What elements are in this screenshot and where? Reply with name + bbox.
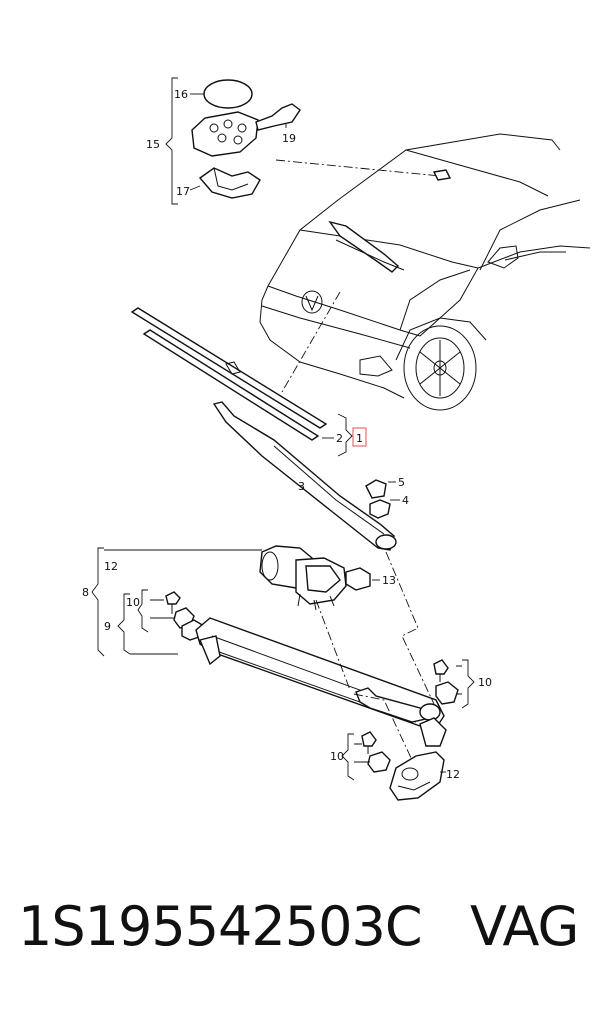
callout-1: 1: [356, 432, 363, 445]
wiper-linkage: [195, 617, 447, 747]
wiper-blade: [130, 307, 328, 441]
windshield-sensor-mark: [432, 169, 452, 181]
left-bolts: [137, 589, 205, 641]
rain-sensor-body: [191, 111, 259, 157]
callout-12-top: 12: [104, 560, 118, 573]
callout-17: 17: [176, 185, 190, 198]
rain-sensor-assembly: [165, 77, 301, 205]
callout-2: 2: [336, 432, 343, 445]
brand-name: VAG: [470, 895, 579, 958]
caption: 1S195542503C VAG: [0, 895, 600, 975]
callout-4: 4: [402, 494, 409, 507]
part-number: 1S195542503C: [18, 895, 423, 958]
wiper-parts-diagram: 16 15 19 17 2 1 3 5 4 12 13 8 10 9 10 10…: [82, 77, 591, 801]
callout-13: 13: [382, 574, 396, 587]
callout-10-left: 10: [126, 596, 140, 609]
front-wheel: [403, 325, 477, 411]
nut-and-cap: [365, 479, 400, 519]
car-outline: [259, 133, 591, 411]
wiper-arm: [212, 401, 397, 551]
callout-19: 19: [282, 132, 296, 145]
callout-5: 5: [398, 476, 405, 489]
callout-10-bottom: 10: [330, 750, 344, 763]
sensor-bracket: [198, 167, 261, 199]
bottom-bolts: [341, 731, 391, 781]
sensor-seal-ring: [203, 79, 253, 109]
callout-10-right: 10: [478, 676, 492, 689]
part-1-highlight: [352, 427, 367, 447]
callout-8: 8: [82, 586, 89, 599]
callout-12-bottom: 12: [446, 768, 460, 781]
callout-15: 15: [146, 138, 160, 151]
right-bolts: [433, 659, 475, 709]
callout-3: 3: [298, 480, 305, 493]
wiper-motor: [259, 545, 380, 611]
motor-connector: [345, 567, 371, 591]
mounting-bracket: [389, 751, 446, 801]
vw-emblem: [301, 290, 323, 314]
callout-16: 16: [174, 88, 188, 101]
callout-9: 9: [104, 620, 111, 633]
